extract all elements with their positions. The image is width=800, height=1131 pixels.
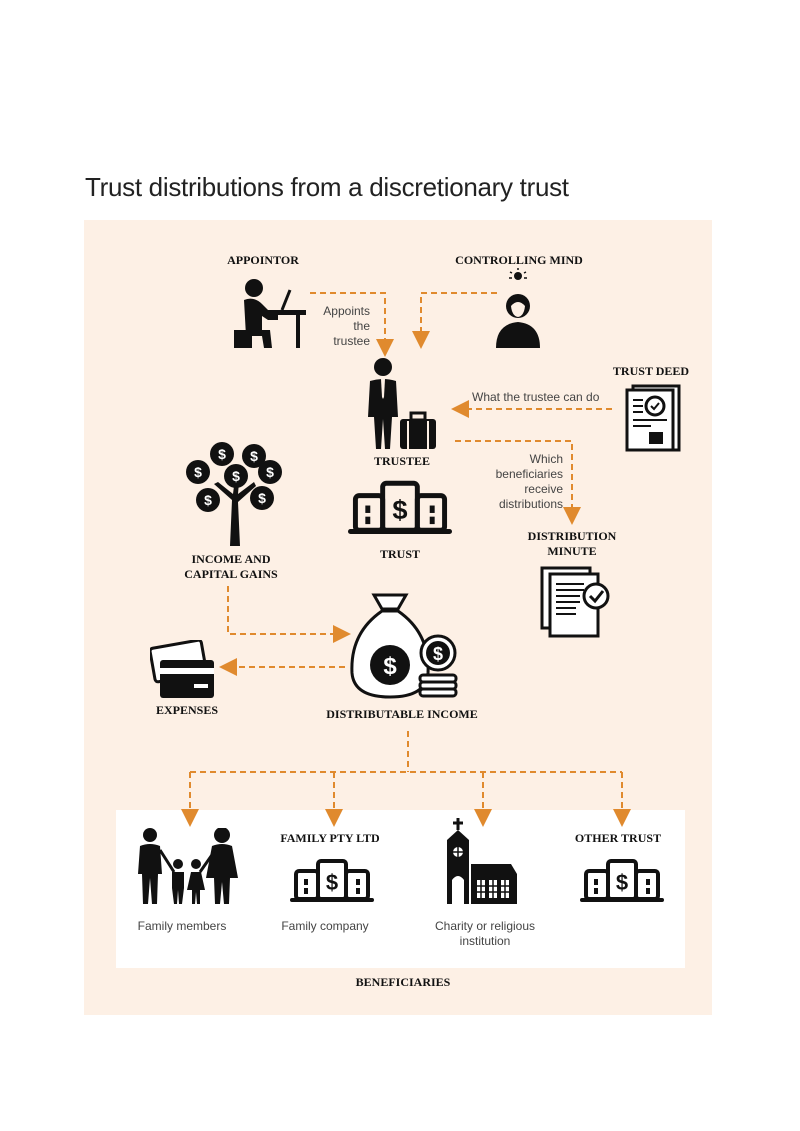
caption-line: institution: [459, 934, 511, 948]
family-company-caption: Family company: [281, 919, 369, 933]
document-with-seal-icon: [625, 384, 681, 452]
family-pty-ltd-label: FAMILY PTY LTD: [280, 831, 380, 845]
svg-text:$: $: [258, 490, 266, 506]
caption-line: Charity or religious: [434, 919, 536, 933]
beneficiaries-label: BENEFICIARIES: [355, 975, 451, 989]
label-line: INCOME AND: [191, 552, 271, 566]
svg-text:$: $: [266, 464, 274, 480]
svg-text:$: $: [218, 446, 226, 462]
svg-text:$: $: [204, 492, 212, 508]
controlling-mind-label: CONTROLLING MIND: [455, 253, 583, 267]
note-line: receive: [524, 482, 563, 496]
appointor-label: APPOINTOR: [227, 253, 299, 267]
label-line: MINUTE: [547, 544, 597, 558]
distributable-income-label: DISTRIBUTABLE INCOME: [326, 707, 478, 721]
svg-text:$: $: [232, 468, 240, 484]
money-bag-icon: $ $: [350, 593, 458, 699]
svg-text:$: $: [383, 653, 397, 680]
note-line: Appoints: [323, 304, 370, 318]
arrow-controlling-mind-trustee: [412, 292, 497, 349]
appoints-note: Appoints the trustee: [318, 304, 370, 349]
note-line: beneficiaries: [495, 467, 563, 481]
other-trust-building-icon: [580, 858, 664, 904]
church-icon: [447, 818, 517, 904]
label-line: CAPITAL GAINS: [184, 567, 278, 581]
which-beneficiaries-note: Which beneficiaries receive distribution…: [490, 452, 563, 512]
note-line: distributions: [498, 497, 563, 511]
beneficiaries-box: [116, 810, 685, 968]
arrow-distributable-beneficiaries: [190, 731, 622, 773]
person-at-desk-icon: [234, 279, 306, 348]
arrow-income-distributable: [227, 586, 351, 643]
svg-text:$: $: [250, 448, 258, 464]
note-line: Which: [529, 452, 563, 466]
trustee-label: TRUSTEE: [373, 454, 431, 468]
svg-text:$: $: [433, 644, 443, 664]
company-building-icon: [290, 858, 374, 904]
other-trust-label: OTHER TRUST: [574, 831, 662, 845]
expenses-label: EXPENSES: [155, 703, 219, 717]
trustee-with-briefcase-icon: [368, 358, 436, 449]
page-title: Trust distributions from a discretionary…: [85, 172, 569, 202]
income-label: INCOME AND CAPITAL GAINS: [184, 552, 277, 582]
svg-text:$: $: [194, 464, 202, 480]
money-tree-icon: $$$$$$$: [186, 442, 282, 546]
trust-building-icon: [348, 478, 452, 538]
family-icon: [138, 828, 238, 904]
trust-deed-label: TRUST DEED: [612, 364, 690, 378]
label-line: DISTRIBUTION: [527, 529, 617, 543]
arrow-appointor-trustee: [310, 292, 394, 357]
note-line: the: [353, 319, 370, 333]
document-with-check-icon: [540, 566, 610, 638]
trust-label: TRUST: [379, 547, 421, 561]
family-members-caption: Family members: [137, 919, 227, 933]
distribution-minute-label: DISTRIBUTION MINUTE: [528, 529, 617, 559]
note-line: trustee: [333, 334, 370, 348]
credit-cards-icon: [150, 640, 214, 698]
charity-caption: Charity or religious institution: [435, 919, 535, 949]
person-with-lightbulb-icon: [496, 268, 540, 348]
trustee-can-do-note: What the trustee can do: [472, 390, 600, 404]
